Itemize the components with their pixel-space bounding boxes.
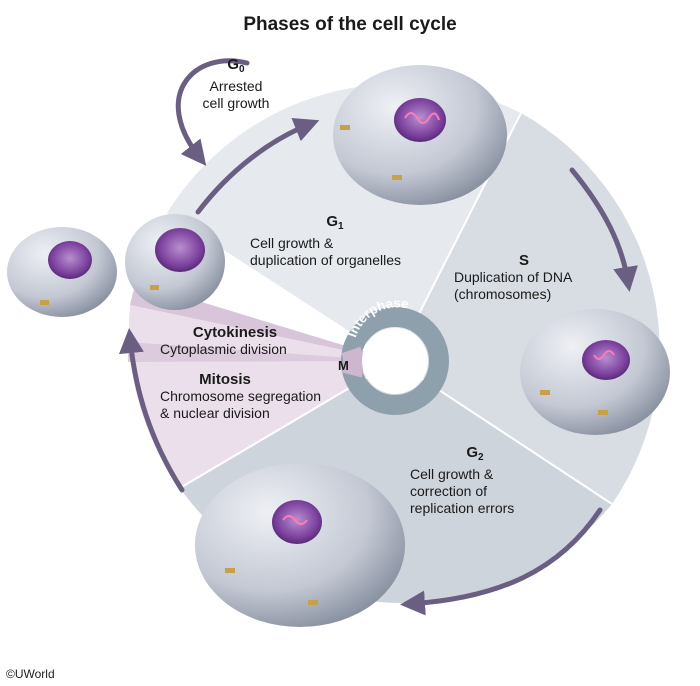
mitosis-desc-line2: & nuclear division	[160, 405, 270, 421]
g2-name: G2	[466, 444, 484, 463]
s-name: S	[518, 252, 529, 269]
arrow-to-cytokinesis	[118, 328, 185, 493]
g1-label-block: G1 Cell growth & duplication of organell…	[250, 213, 420, 269]
centriole	[598, 410, 608, 415]
centriole	[150, 285, 159, 290]
arrow-to-g1	[195, 117, 320, 215]
center-hole	[362, 328, 428, 394]
page-title: Phases of the cell cycle	[243, 14, 457, 35]
g1-name: G1	[326, 213, 344, 232]
centriole	[225, 568, 235, 573]
g2-desc-line2: correction of	[410, 483, 488, 499]
s-label-block: S Duplication of DNA (chromosomes)	[454, 252, 594, 303]
g1-desc-line2: duplication of organelles	[250, 252, 401, 268]
nucleus	[155, 228, 205, 272]
mitosis-label-block: Mitosis Chromosome segregation & nuclear…	[160, 371, 330, 422]
m-ring-segment	[341, 346, 364, 378]
g0-label-block: G0 Arrested cell growth	[196, 56, 276, 112]
centriole	[40, 300, 49, 305]
centriole	[392, 175, 402, 180]
arrow-to-s	[569, 167, 638, 292]
g2-desc-line3: replication errors	[410, 500, 515, 516]
g0-desc-line1: Arrested	[209, 78, 263, 94]
cell-g2	[195, 463, 405, 627]
cell-daughter-left	[7, 227, 117, 317]
mitosis-name: Mitosis	[199, 371, 251, 388]
centriole	[340, 125, 350, 130]
arrow-to-g2	[400, 507, 603, 616]
cell-daughter-right	[125, 214, 225, 310]
s-desc-line1: Duplication of DNA	[454, 269, 573, 285]
cytokinesis-name: Cytokinesis	[192, 324, 278, 341]
copyright-notice: ©UWorld	[6, 667, 55, 681]
mitosis-desc-line1: Chromosome segregation	[160, 388, 322, 404]
centriole	[540, 390, 550, 395]
cell-s	[520, 309, 670, 435]
nucleus	[582, 340, 630, 380]
nucleus	[48, 241, 92, 279]
cytokinesis-label-block: Cytokinesis Cytoplasmic division	[160, 324, 310, 358]
g1-desc-line1: Cell growth &	[250, 235, 334, 251]
s-desc-line2: (chromosomes)	[454, 286, 552, 302]
cytokinesis-desc: Cytoplasmic division	[160, 341, 287, 357]
g0-desc-line2: cell growth	[202, 95, 270, 111]
cell-g1	[333, 65, 507, 205]
arrow-g0-return	[175, 58, 250, 166]
nucleus	[394, 98, 446, 142]
m-ring-label: M	[338, 358, 349, 373]
g2-desc-line1: Cell growth &	[410, 466, 494, 482]
g2-label-block: G2 Cell growth & correction of replicati…	[410, 444, 540, 517]
cycle-arrows	[118, 58, 638, 616]
cytokinesis-band-lower	[128, 342, 395, 362]
g0-name: G0	[227, 56, 245, 75]
centriole	[308, 600, 318, 605]
